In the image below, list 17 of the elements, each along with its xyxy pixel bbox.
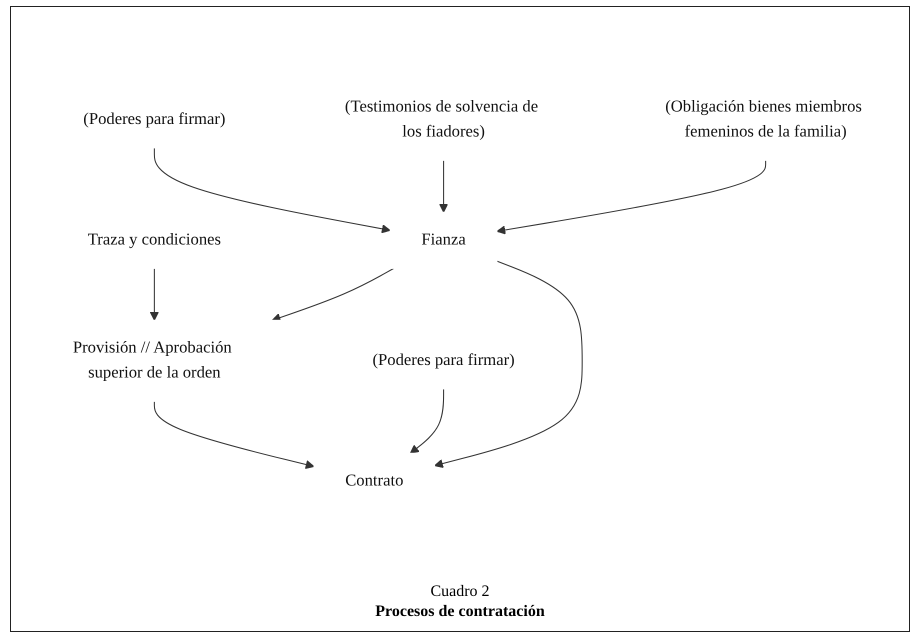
node-text: (Obligación bienes miembros femeninos de la familia)	[665, 98, 862, 140]
node-text: (Testimonios de solvencia de los fiadores)	[344, 98, 538, 140]
node-text: (Poderes para firmar)	[83, 110, 226, 128]
arrow	[410, 388, 444, 454]
arrow	[434, 260, 583, 468]
node-text: (Poderes para firmar)	[372, 351, 515, 369]
node-text: Contrato	[345, 472, 404, 490]
figure-number: Cuadro 2	[429, 583, 491, 601]
node-text: Fianza	[421, 230, 466, 248]
node-text: Traza y condiciones	[88, 230, 221, 248]
arrow	[496, 160, 766, 234]
arrow	[439, 160, 448, 212]
arrow	[154, 148, 391, 233]
arrow	[154, 401, 314, 469]
node-text: Provisión // Aprobación superior de la orden	[72, 338, 232, 382]
figure-caption: Procesos de contratación	[375, 603, 545, 621]
arrow	[150, 268, 159, 320]
